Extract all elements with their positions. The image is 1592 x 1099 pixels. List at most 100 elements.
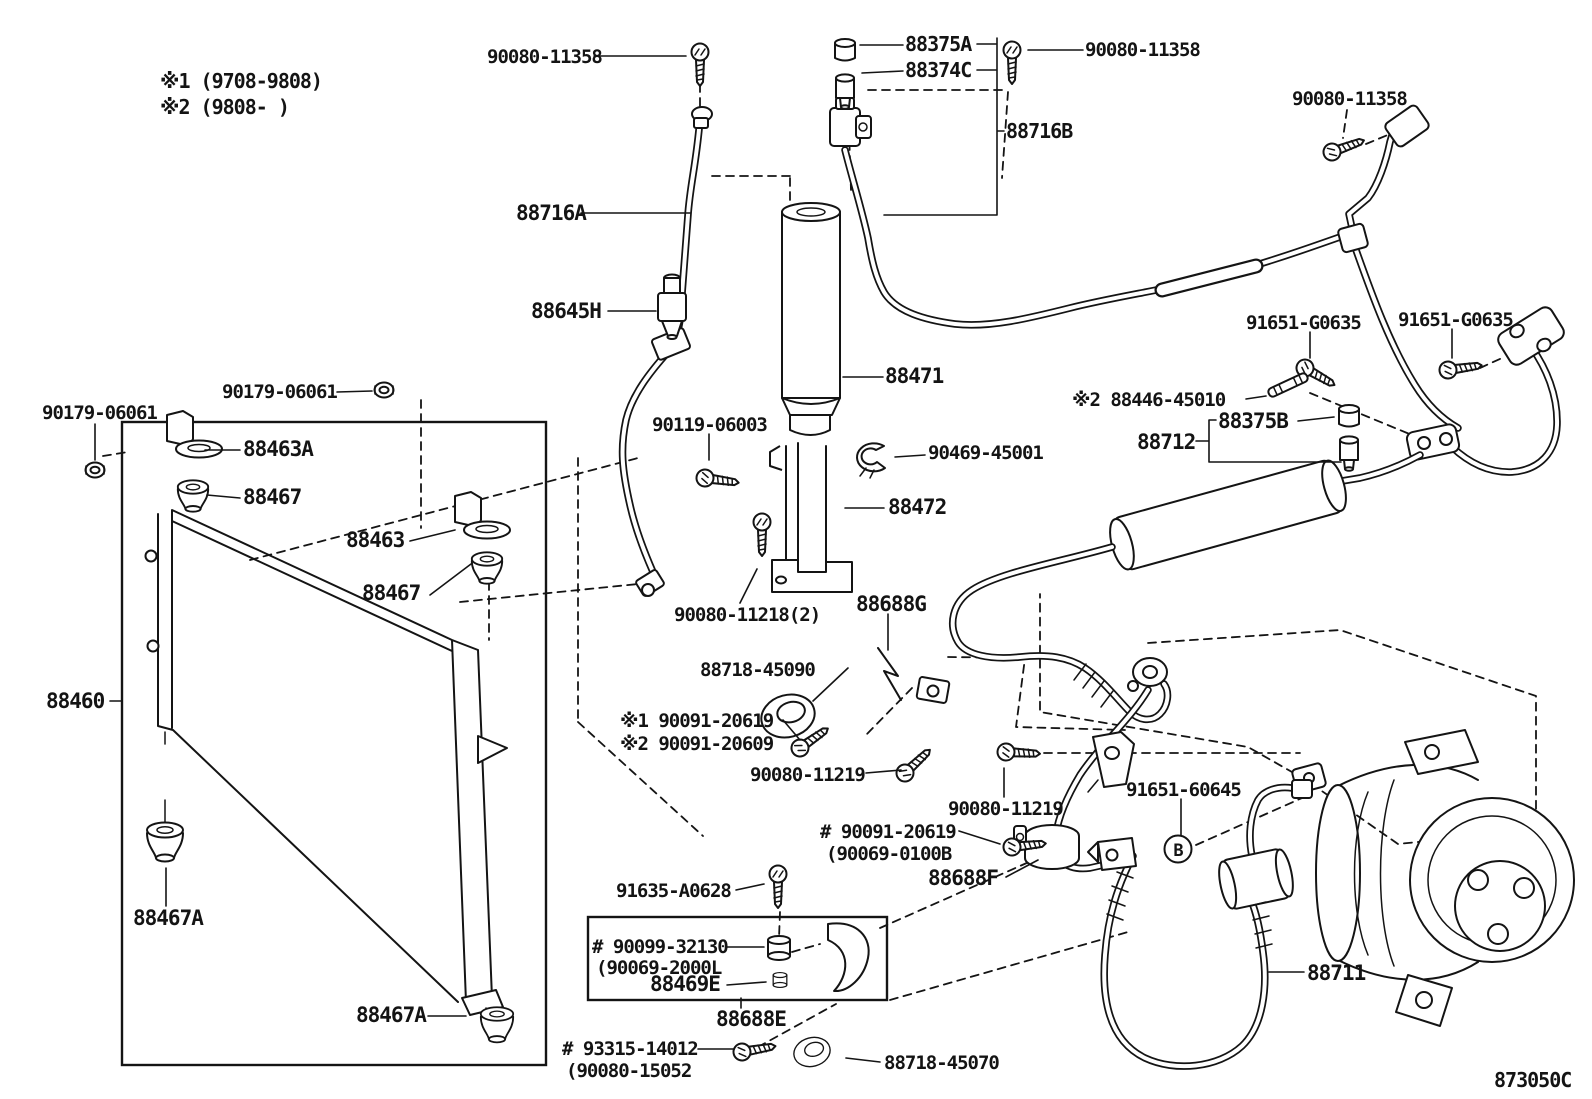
screw-90119-06003 — [694, 467, 741, 493]
pipe-clamp-block — [1497, 306, 1565, 366]
part-label-91651-G0635-a: 91651-G0635 — [1246, 312, 1361, 334]
screw-90080-11358-c — [1320, 131, 1368, 164]
condenser-outline-box — [120, 420, 548, 1067]
part-label-88463: 88463 — [346, 528, 405, 552]
clip-88688G — [877, 647, 951, 704]
nut-90179-06061-a — [373, 381, 395, 399]
cap-88375B — [1338, 404, 1360, 428]
bracket-88688E — [827, 922, 870, 993]
screw-91651-G0635-b — [1437, 355, 1484, 381]
part-label-88375A: 88375A — [905, 32, 972, 56]
bolt-90080-11218 — [752, 512, 772, 557]
part-label-90080-11218: 90080-11218(2) — [674, 604, 820, 626]
part-label-diagram-code: 873050C — [1494, 1068, 1571, 1092]
cap-88375A — [834, 38, 856, 62]
discharge-pipe-88716B — [829, 97, 1344, 329]
projection-dashed-lines — [102, 83, 1537, 1048]
suction-hose-to-compressor — [755, 647, 1152, 873]
compressor-ear-top — [1404, 729, 1479, 775]
part-label-91651-60645: 91651-60645 — [1126, 779, 1241, 801]
tee-fitting — [1337, 222, 1369, 254]
part-label-88716A: 88716A — [516, 201, 587, 225]
hose-ribs — [1073, 663, 1114, 708]
part-label-90080-11219-a: 90080-11219 — [750, 764, 865, 786]
bushing-88469E — [772, 971, 788, 989]
part-label-note-2: ※2 (9808- ) — [160, 95, 289, 119]
suction-port-flange — [1127, 657, 1168, 692]
part-label-88467-a: 88467 — [243, 485, 302, 509]
screw-91635-A0628 — [768, 864, 788, 909]
condenser-core — [144, 509, 508, 1016]
marker-b-letter: B — [1173, 841, 1183, 861]
part-label-88467A-b: 88467A — [356, 1003, 427, 1027]
ring-88718-45070 — [789, 1032, 835, 1072]
pressure-switch-88645H — [657, 273, 687, 340]
clamp-88688F — [1013, 824, 1080, 870]
part-label-90179-06061-b: 90179-06061 — [42, 402, 157, 424]
part-label-88471: 88471 — [885, 364, 944, 388]
part-label-88467-b: 88467 — [362, 581, 421, 605]
drier-bracket-88472 — [769, 442, 853, 593]
joint-block — [1405, 423, 1461, 461]
pipe-end-fitting — [1384, 104, 1430, 148]
compressor — [1291, 729, 1575, 1027]
valve-88375B — [1339, 435, 1359, 472]
part-label-88469E: 88469E — [650, 972, 720, 996]
part-label-88716B: 88716B — [1006, 119, 1073, 143]
part-label-90080-11358-b: 90080-11358 — [1085, 39, 1200, 61]
hose-end-fitting — [1291, 779, 1313, 799]
part-label-88446-45010: ※2 88446-45010 — [1072, 389, 1226, 411]
screw-90080-11219-b — [996, 742, 1042, 764]
part-label-88688F: 88688F — [928, 866, 998, 890]
part-label-88460: 88460 — [46, 689, 105, 713]
part-label-90080-11358-a: 90080-11358 — [487, 46, 602, 68]
part-label-note-1: ※1 (9708-9808) — [160, 69, 322, 93]
hose-clamp-90469-45001 — [856, 442, 886, 479]
screw-90080-11219-a — [891, 742, 937, 787]
part-label-88645H: 88645H — [531, 299, 601, 323]
leader-lines — [94, 37, 1453, 1063]
part-label-90080-11219-b: 90080-11219 — [948, 798, 1063, 820]
part-label-91635-A0628: 91635-A0628 — [616, 880, 731, 902]
condenser-assembly — [84, 381, 548, 1067]
part-label-88712: 88712 — [1137, 430, 1195, 454]
part-label-90069-0100B: (90069-0100B — [826, 843, 952, 865]
part-label-88467A-a: 88467A — [133, 906, 204, 930]
part-label-88375B: 88375B — [1218, 409, 1288, 433]
grommet-88467-a — [176, 479, 210, 513]
part-label-90179-06061-a: 90179-06061 — [222, 381, 337, 403]
screw-93315-14012 — [731, 1036, 778, 1063]
part-label-88374C: 88374C — [905, 58, 971, 82]
hose-top-bracket — [1087, 837, 1137, 871]
part-label-90469-45001: 90469-45001 — [928, 442, 1043, 464]
part-label-88711: 88711 — [1307, 961, 1366, 985]
grommet-88467-b — [470, 551, 504, 585]
part-label-90119-06003: 90119-06003 — [652, 414, 767, 436]
part-label-88688E: 88688E — [716, 1007, 786, 1031]
screw-90080-11358-b — [1002, 40, 1022, 85]
end-fitting — [635, 569, 665, 597]
hose-ribs — [1106, 871, 1273, 949]
part-label-91651-G0635-b: 91651-G0635 — [1398, 309, 1513, 331]
part-label-90080-11358-c: 90080-11358 — [1292, 88, 1407, 110]
cooler-pipe-right — [1337, 104, 1565, 476]
part-label-93315-14012: # 93315-14012 — [562, 1038, 698, 1060]
liquid-tube-88716A — [618, 106, 713, 597]
part-label-88718-45090: 88718-45090 — [700, 659, 815, 681]
compressor-boundary-dashed — [1039, 593, 1537, 845]
receiver-drier-88471 — [781, 202, 841, 436]
suction-muffler — [1109, 459, 1347, 571]
screw-90080-11358-a — [690, 42, 710, 87]
stud-88446-45010 — [1266, 371, 1310, 399]
part-label-88472: 88472 — [888, 495, 946, 519]
part-label-88688G: 88688G — [856, 592, 926, 616]
part-label-90069-2000L: (90069-2000L — [596, 957, 722, 979]
grommet-88467A-a — [146, 821, 184, 863]
hose-damper — [1218, 848, 1294, 910]
part-label-90099-32130: # 90099-32130 — [592, 936, 728, 958]
suction-hose-88711 — [1087, 779, 1313, 1070]
part-label-88463A: 88463A — [243, 437, 314, 461]
drier-inlet-fitting — [829, 97, 872, 147]
